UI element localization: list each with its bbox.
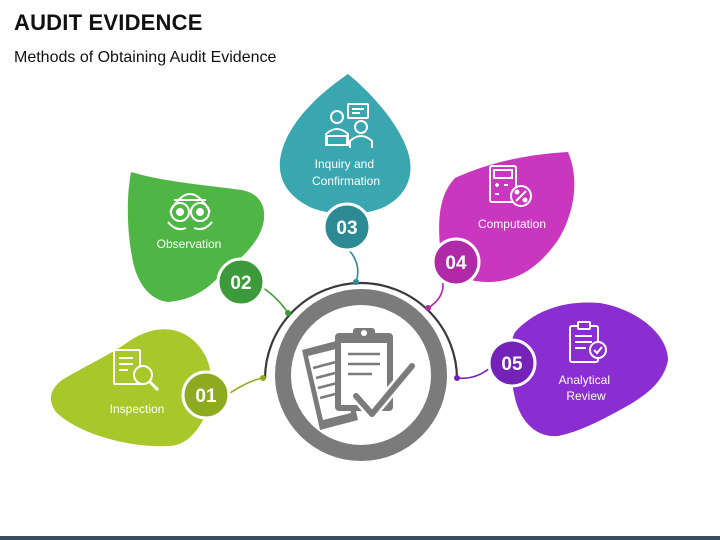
clipboard-check-icon [569, 321, 607, 363]
connector-02 [261, 286, 289, 314]
method-03: Inquiry and Confirmation 03 [279, 74, 411, 252]
connector-01 [229, 377, 264, 394]
method-02: Observation 02 [127, 172, 266, 307]
document-magnifier-icon [113, 349, 160, 392]
center-hub [275, 289, 447, 461]
petal-label-02: Observation [157, 237, 222, 251]
number-label-04: 04 [445, 253, 467, 274]
page-title: AUDIT EVIDENCE [14, 10, 203, 35]
connector-dot-05 [454, 375, 460, 381]
petal-02 [127, 172, 265, 302]
connector-dots [260, 279, 460, 381]
petal-label-03: Inquiry and Confirmation [312, 157, 380, 188]
petal-01 [50, 329, 212, 447]
conversation-people-icon [325, 103, 373, 148]
page-subtitle: Methods of Obtaining Audit Evidence [14, 49, 277, 66]
method-04: Computation 04 [431, 152, 575, 287]
calculator-icon [489, 165, 532, 207]
connector-04 [427, 282, 444, 309]
connector-dot-04 [425, 305, 431, 311]
petal-label-04: Computation [478, 217, 546, 231]
number-badge-03 [322, 202, 372, 252]
petal-label-05: Analytical Review [559, 373, 614, 403]
footer-bar [0, 536, 720, 540]
connector-03 [347, 248, 359, 283]
connector-05 [456, 367, 491, 380]
petal-label-01: Inspection [110, 402, 165, 416]
number-label-01: 01 [195, 386, 217, 407]
number-badge-05 [487, 338, 537, 388]
method-05: Analytical Review 05 [487, 302, 668, 437]
connector-dot-01 [260, 375, 266, 381]
connector-dot-02 [285, 310, 291, 316]
binoculars-icon [167, 193, 213, 231]
number-label-02: 02 [230, 273, 251, 294]
clipboard-documents-check-icon [302, 328, 418, 430]
number-badge-02 [216, 257, 266, 307]
number-label-03: 03 [336, 218, 357, 239]
center-arc [263, 281, 459, 380]
number-badge-04 [431, 237, 481, 287]
petal-05 [509, 302, 668, 437]
number-badge-01 [181, 370, 231, 420]
number-label-05: 05 [501, 354, 523, 375]
connector-dot-03 [353, 279, 359, 285]
method-01: Inspection 01 [50, 329, 231, 447]
